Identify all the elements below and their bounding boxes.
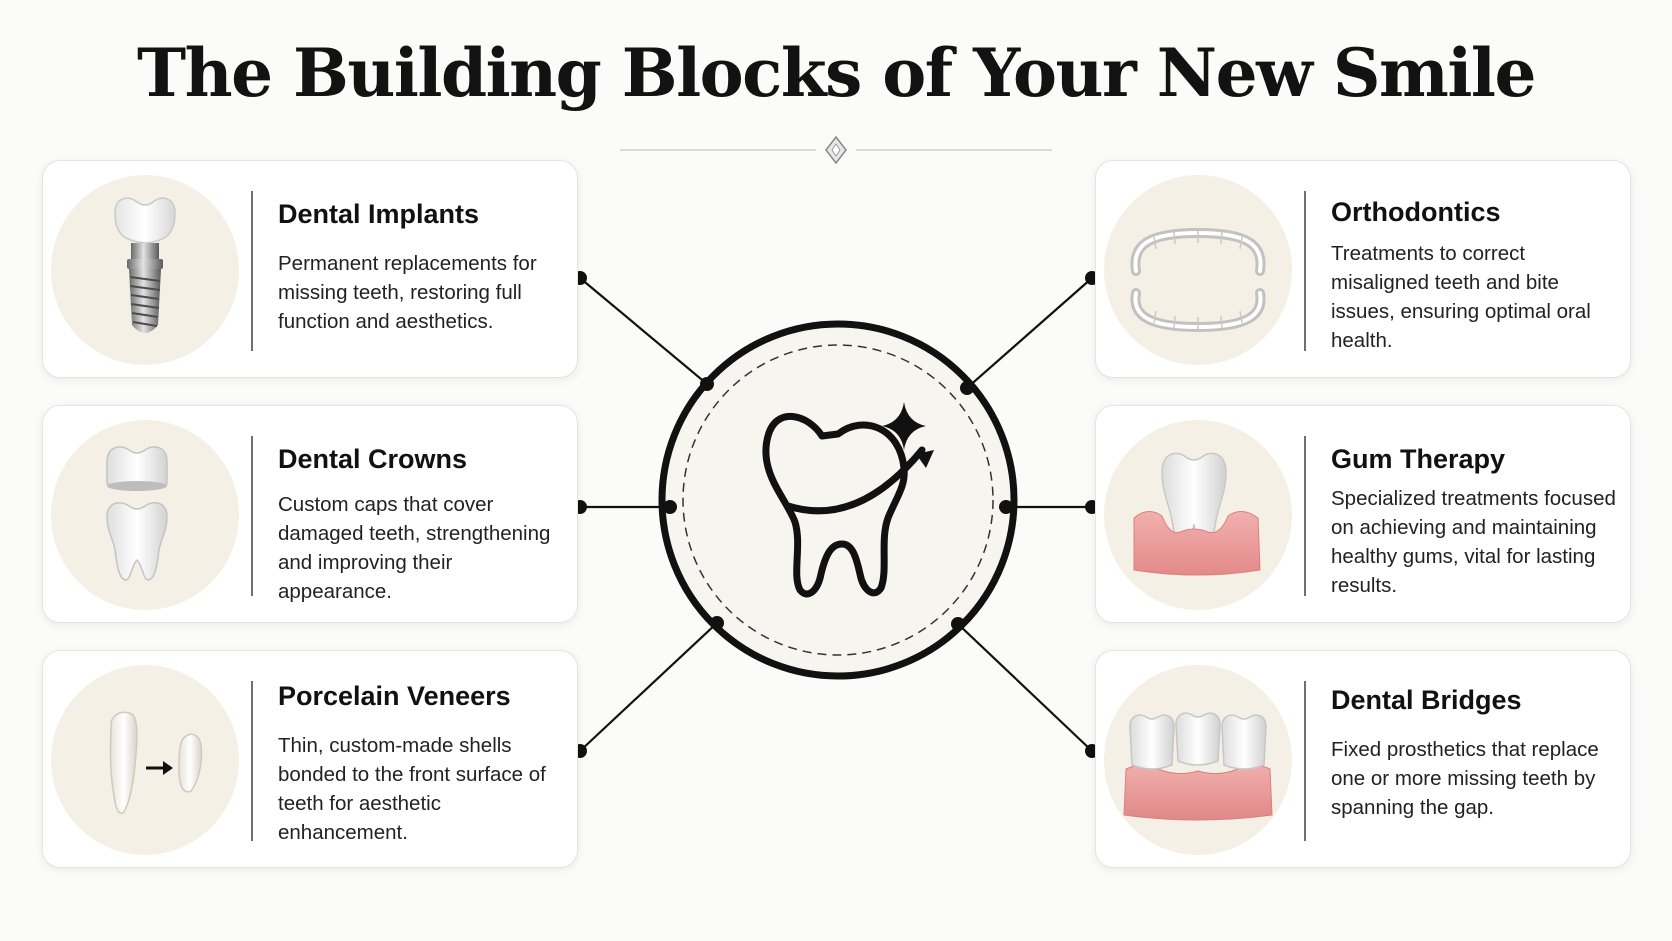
diamond-ornament-icon bbox=[825, 135, 847, 165]
tooth-gum-icon bbox=[1104, 420, 1292, 610]
clear-aligner-icon bbox=[1104, 175, 1292, 365]
card-divider bbox=[251, 191, 253, 351]
connector-veneers bbox=[579, 622, 718, 752]
card-divider bbox=[251, 436, 253, 596]
card-dental-implants[interactable]: Dental Implants Permanent replacements f… bbox=[42, 160, 578, 378]
node-dot bbox=[951, 617, 965, 631]
node-dot bbox=[710, 616, 724, 630]
card-title: Orthodontics bbox=[1331, 197, 1501, 227]
card-dental-bridges[interactable]: Dental Bridges Fixed prosthetics that re… bbox=[1095, 650, 1631, 868]
crown-icon bbox=[51, 420, 239, 610]
node-dot bbox=[960, 381, 974, 395]
sparkling-tooth-icon bbox=[762, 402, 934, 598]
node-dot bbox=[663, 500, 677, 514]
card-title: Dental Bridges bbox=[1331, 685, 1522, 715]
page-title: The Building Blocks of Your New Smile bbox=[136, 34, 1537, 112]
connector-implants bbox=[579, 277, 708, 385]
card-title: Dental Crowns bbox=[278, 444, 468, 474]
veneer-icon bbox=[51, 665, 239, 855]
card-description: Thin, custom-made shells bonded to the f… bbox=[278, 734, 546, 844]
card-title: Dental Implants bbox=[278, 199, 480, 229]
card-description: Custom caps that cover damaged teeth, st… bbox=[278, 493, 551, 603]
card-title: Gum Therapy bbox=[1331, 444, 1506, 474]
bridge-icon bbox=[1104, 665, 1292, 855]
node-dot bbox=[999, 500, 1013, 514]
card-description: Specialized treatments focused on achiev… bbox=[1331, 487, 1616, 597]
central-hub bbox=[658, 320, 1018, 680]
card-divider bbox=[251, 681, 253, 841]
card-divider bbox=[1304, 191, 1306, 351]
node-dot bbox=[700, 377, 714, 391]
connector-bridges bbox=[957, 623, 1093, 752]
card-porcelain-veneers[interactable]: Porcelain Veneers Thin, custom-made shel… bbox=[42, 650, 578, 868]
title-divider bbox=[620, 135, 1052, 165]
card-gum-therapy[interactable]: Gum Therapy Specialized treatments focus… bbox=[1095, 405, 1631, 623]
implant-icon bbox=[51, 175, 239, 365]
card-title: Porcelain Veneers bbox=[278, 681, 511, 711]
card-dental-crowns[interactable]: Dental Crowns Custom caps that cover dam… bbox=[42, 405, 578, 623]
connector-ortho bbox=[966, 277, 1093, 389]
card-description: Fixed prosthetics that replace one or mo… bbox=[1331, 738, 1599, 819]
card-divider bbox=[1304, 436, 1306, 596]
card-orthodontics[interactable]: Orthodontics Treatments to correct misal… bbox=[1095, 160, 1631, 378]
card-divider bbox=[1304, 681, 1306, 841]
card-description: Treatments to correct misaligned teeth a… bbox=[1331, 242, 1591, 352]
card-description: Permanent replacements for missing teeth… bbox=[278, 252, 537, 333]
